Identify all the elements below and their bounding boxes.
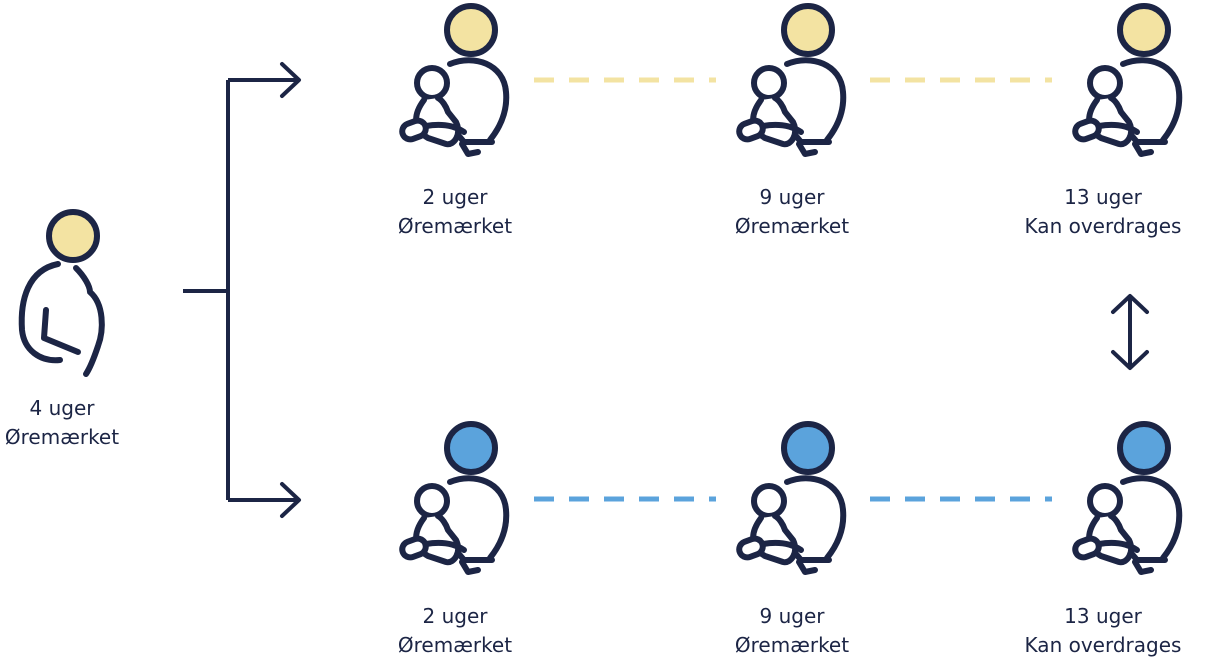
label-weeks: 4 uger [29,396,95,420]
parent-holding-baby-icon [737,421,843,572]
label-weeks: 2 uger [422,604,488,628]
parent-holding-baby-icon [737,3,843,154]
head-icon [781,3,835,57]
parent-holding-baby-icon [400,421,506,572]
pregnant-person-icon [18,209,105,377]
top-label-2: 9 uger Øremærket [682,183,902,241]
label-status: Øremærket [734,633,850,657]
top-label-3: 13 uger Kan overdrages [993,183,1213,241]
head-icon [781,421,835,475]
parent-holding-baby-icon [400,3,506,154]
label-status: Kan overdrages [1024,214,1182,238]
top-label-1: 2 uger Øremærket [345,183,565,241]
label-status: Øremærket [734,214,850,238]
head-icon [1117,421,1171,475]
double-arrow-icon [1111,294,1149,370]
branch-connector [183,62,301,518]
arrow-right-icon [280,62,301,98]
mother-label: 4 uger Øremærket [0,394,172,452]
arrow-right-icon [280,482,301,518]
head-icon [444,3,498,57]
head-icon [1117,3,1171,57]
parent-holding-baby-icon [1073,421,1179,572]
label-status: Øremærket [397,214,513,238]
label-weeks: 9 uger [759,185,825,209]
label-weeks: 9 uger [759,604,825,628]
label-status: Øremærket [4,425,120,449]
label-status: Øremærket [397,633,513,657]
label-weeks: 13 uger [1064,604,1142,628]
bottom-label-1: 2 uger Øremærket [345,602,565,660]
label-status: Kan overdrages [1024,633,1182,657]
head-icon [46,209,100,263]
parent-holding-baby-icon [1073,3,1179,154]
label-weeks: 2 uger [422,185,488,209]
label-weeks: 13 uger [1064,185,1142,209]
bottom-label-3: 13 uger Kan overdrages [993,602,1213,660]
bottom-label-2: 9 uger Øremærket [682,602,902,660]
head-icon [444,421,498,475]
